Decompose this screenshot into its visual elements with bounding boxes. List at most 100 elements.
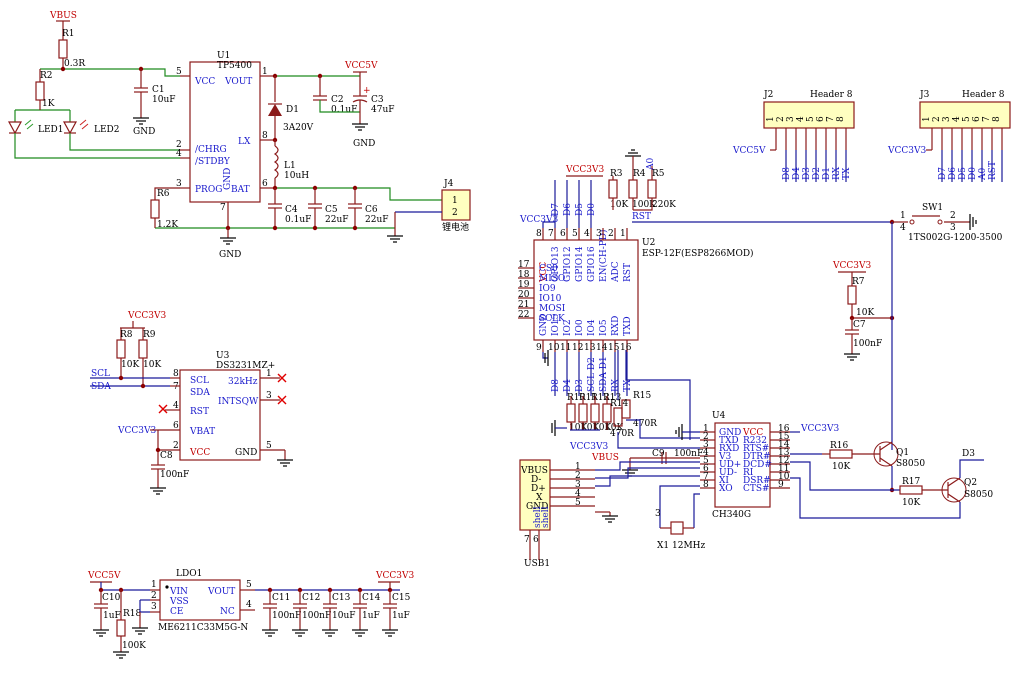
d1-value: 3A20V — [283, 123, 314, 133]
r5-resistor — [647, 179, 657, 199]
ch340-pinnum-r1: 15 — [778, 432, 790, 442]
led1-icon — [7, 121, 23, 135]
ch340-pin-dtr: DTR# — [743, 452, 771, 462]
esp-top-net-d5: D5 — [575, 203, 585, 216]
j3-net-d0: D0 — [968, 167, 978, 180]
ldo-pin-vin: VIN — [169, 587, 188, 597]
r18-ref: R18 — [123, 609, 142, 619]
ch340-pin-txd: TXD — [719, 436, 739, 446]
c12-ref: C12 — [302, 593, 320, 603]
r1-value: 0.3R — [64, 59, 85, 69]
r12-resistor — [590, 403, 600, 423]
u3-pinnum-3: 3 — [266, 391, 272, 401]
j3-pin-7: 7 — [982, 116, 992, 122]
u1-pinnum-4: 4 — [176, 149, 182, 159]
l1-ref: L1 — [284, 161, 296, 171]
r10-value: 10K — [569, 423, 587, 433]
j4-pin2: 2 — [452, 208, 458, 218]
j2-pin-6: 6 — [816, 116, 826, 122]
u3-pinnum-1: 1 — [266, 369, 272, 379]
r2-resistor — [35, 81, 45, 101]
j3-net-d5: D5 — [958, 167, 968, 180]
u3-ref: U3 — [216, 351, 230, 361]
x1-crystal-icon — [670, 521, 684, 535]
d1-ref: D1 — [286, 105, 299, 115]
esp-pin-miso: MISO — [539, 274, 565, 284]
r11-value: 10K — [581, 423, 599, 433]
c6-value: 22uF — [365, 215, 389, 225]
j2-type: Header 8 — [810, 90, 853, 100]
r10-resistor — [566, 403, 576, 423]
c13-value: 10uF — [332, 611, 356, 621]
esp-pin-enchpd: EN(CH-PD) — [598, 229, 609, 282]
esp-pin-bot-gnd: GND — [539, 314, 549, 336]
u1-pinnum-8: 8 — [262, 131, 268, 141]
esp-pinnum-bot-7: 16 — [620, 343, 632, 353]
esp-bot-net-6: RX — [611, 378, 621, 392]
l1-inductor-icon — [273, 145, 279, 179]
u3-pin-gnd: GND — [235, 448, 257, 458]
j2-net-d2: D2 — [812, 167, 822, 180]
vcc3v3-label-j3: VCC3V3 — [887, 146, 926, 156]
r18-resistor — [116, 619, 126, 637]
ch340-pinnum-r3: 13 — [778, 448, 790, 458]
c9-ref: C9 — [652, 449, 665, 459]
esp-top-pins: VCC8GPIO137D7GPIO126D6GPIO145D5GPIO164D0… — [536, 180, 633, 283]
ldo-pinnum-3: 3 — [151, 602, 157, 612]
ch340-pin-dcd: DCD# — [743, 460, 772, 470]
j3-net-d6: D6 — [948, 167, 958, 180]
c7-ref: C7 — [853, 320, 866, 330]
j4-pin1: 1 — [452, 196, 458, 206]
esp-bot-net-2: D4 — [563, 379, 573, 392]
u1-ref: U1 — [217, 51, 230, 61]
c14-cap: C14 1uF — [352, 587, 381, 637]
u1-pinnum-6: 6 — [262, 179, 268, 189]
vcc3v3-label-rtc: VCC3V3 — [127, 311, 166, 321]
esp-pin-bot-rxd: RXD — [611, 316, 621, 336]
esp-pinnum-top-4: 4 — [584, 229, 590, 239]
r7-resistor — [847, 285, 857, 305]
esp-pinnum-top-0: 8 — [536, 229, 542, 239]
u3-pinnum-7: 7 — [173, 382, 179, 392]
r8-resistor — [116, 339, 126, 359]
r4-resistor — [628, 179, 638, 199]
esp-bot-net-1: D8 — [551, 379, 561, 392]
esp-pin-cs0: CS0 — [539, 264, 558, 274]
c14-ref: C14 — [362, 593, 381, 603]
q1-value: S8050 — [896, 459, 925, 469]
ldo-pin-nc: NC — [220, 607, 235, 617]
esp-pinnum-bot-1: 10 — [548, 343, 560, 353]
j4-value: 锂电池 — [442, 221, 469, 233]
u3-nc-marker-32k — [277, 373, 287, 383]
ldo-output-caps: C11 100nF C12 100nF C13 — [262, 587, 411, 637]
u3-pin-scl: SCL — [190, 376, 209, 386]
sw1-pin2: 2 — [950, 211, 956, 221]
sw1-ref: SW1 — [922, 203, 943, 213]
q2-value: S8050 — [964, 490, 993, 500]
c11-cap: C11 100nF — [262, 587, 301, 637]
j3-pin-4: 4 — [952, 116, 962, 122]
ldo-section: VCC5V C10 1uF R18 100K LDO1 ME6211C33M5G… — [87, 569, 414, 659]
c6-ref: C6 — [365, 205, 378, 215]
j2-pin-2: 2 — [776, 116, 786, 122]
esp-pinnum-bot-0: 9 — [536, 343, 542, 353]
q1-ref: Q1 — [896, 448, 909, 458]
u1-pin-stdby: /STDBY — [195, 157, 231, 167]
ch340-pin-vcc: VCC — [742, 428, 763, 438]
r3-ref: R3 — [610, 169, 623, 179]
ch340-pin-ri: RI — [743, 468, 754, 478]
usb1-pinnum-3: 4 — [575, 489, 581, 499]
esp-pinnum-top-5: 3 — [596, 229, 602, 239]
vcc5v-label-j2: VCC5V — [732, 146, 766, 156]
c12-value: 100nF — [302, 611, 331, 621]
c4-ref: C4 — [285, 205, 298, 215]
d3-ref: D3 — [962, 449, 975, 459]
usb1-pin-vbus: VBUS — [520, 466, 548, 476]
ch340-pin-dsr: DSR# — [743, 476, 771, 486]
esp-bot-net-5: SDA D1 — [599, 356, 609, 392]
esp-pinnum-top-2: 6 — [560, 229, 566, 239]
ch340-pinnum-r7: 9 — [778, 480, 784, 490]
r15-value: 470R — [633, 419, 657, 429]
r11-ref: R11 — [579, 393, 597, 403]
